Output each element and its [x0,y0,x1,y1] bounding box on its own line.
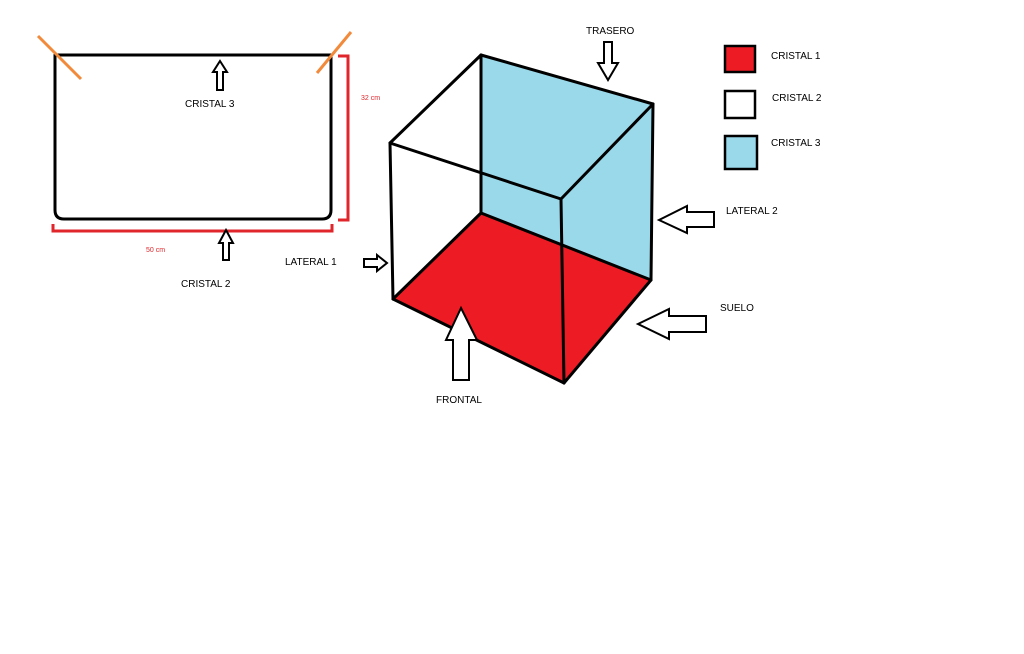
height-dimension-label: 32 cm [361,95,380,102]
cut-mark-left [36,34,83,81]
height-dimension-bracket [338,54,350,222]
glass-box: TRASERO LATERAL 1 LATERAL 2 SUELO FRONTA… [285,26,778,406]
bottom-label: SUELO [720,303,754,314]
cut-mark-right [315,31,353,74]
width-dimension-label: 50 cm [146,247,165,254]
profile-top-label: CRISTAL 3 [185,99,235,110]
right-arrow-icon [363,252,389,274]
up-arrow-icon [444,305,479,381]
profile-bottom-label: CRISTAL 2 [181,279,231,290]
back-label: TRASERO [586,26,635,37]
left-arrow-icon [635,307,707,341]
up-arrow-icon [211,59,229,91]
left-arrow-icon [656,204,715,235]
legend-swatch-cristal-2 [723,89,757,120]
back-panel [481,55,653,280]
legend-swatch-cristal-3 [723,134,759,171]
up-arrow-icon [217,227,235,261]
right-label: LATERAL 2 [726,206,778,217]
legend: CRISTAL 1 CRISTAL 2 CRISTAL 3 [723,44,822,171]
profile-outline [53,53,333,221]
front-label: FRONTAL [436,395,482,406]
legend-label-cristal-1: CRISTAL 1 [771,51,821,62]
left-label: LATERAL 1 [285,257,337,268]
width-dimension-bracket [51,224,334,233]
profile-view: 32 cm 50 cm CRISTAL 3 CRISTAL 2 [36,31,380,290]
legend-label-cristal-2: CRISTAL 2 [772,93,822,104]
legend-label-cristal-3: CRISTAL 3 [771,138,821,149]
legend-swatch-cristal-1 [723,44,757,74]
down-arrow-icon [596,41,620,82]
